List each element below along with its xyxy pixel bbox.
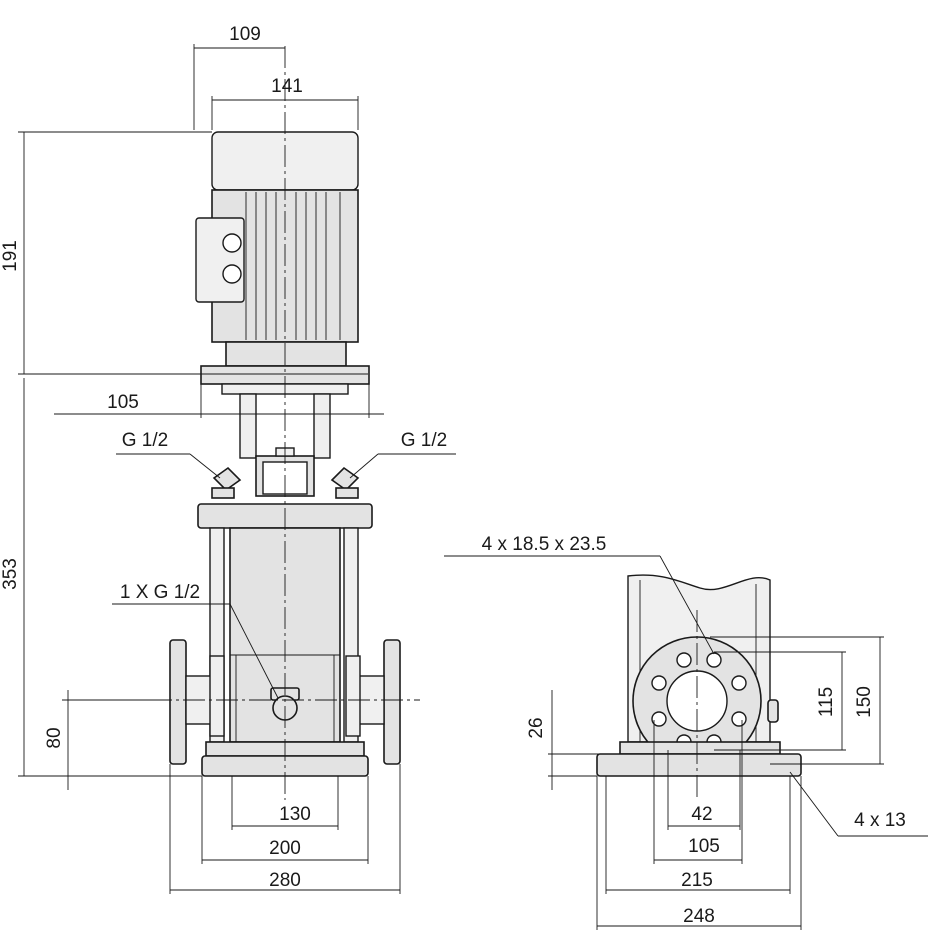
side-view	[596, 574, 802, 800]
label-base-holes: 4 x 13	[854, 810, 906, 831]
vent-plug-right	[330, 466, 360, 499]
vent-plug-left	[211, 466, 242, 499]
side-dimensions: 4 x 18.5 x 23.5 26 115 150 42 105 215	[444, 534, 928, 930]
dim-280: 280	[269, 870, 301, 891]
front-view	[150, 46, 420, 800]
dim-248: 248	[683, 906, 715, 927]
dim-215: 215	[681, 870, 713, 891]
dim-26: 26	[526, 717, 547, 738]
front-dimensions: 109 141 191 353 80 105 G 1/2 G 1/2	[0, 24, 456, 894]
dim-42: 42	[691, 804, 712, 825]
dim-191: 191	[0, 240, 21, 272]
side-flange	[632, 636, 762, 766]
dim-105: 105	[107, 392, 139, 413]
dim-80: 80	[44, 727, 65, 748]
label-vent-plug-left: G 1/2	[122, 430, 168, 451]
side-base-plate	[596, 753, 802, 777]
dim-200: 200	[269, 838, 301, 859]
side-base-top	[619, 741, 781, 755]
motor-cooling-fins	[245, 192, 341, 340]
terminal-box	[195, 217, 245, 303]
dim-115: 115	[816, 687, 837, 717]
dim-353: 353	[0, 558, 21, 590]
dim-141: 141	[271, 76, 303, 97]
side-plug	[767, 699, 779, 723]
dim-130: 130	[279, 804, 311, 825]
dim-150: 150	[854, 686, 875, 718]
dim-109: 109	[229, 24, 261, 45]
motor	[195, 131, 359, 367]
label-drain-plug: 1 X G 1/2	[120, 582, 200, 603]
dim-side-105: 105	[688, 836, 720, 857]
label-vent-plug-right: G 1/2	[401, 430, 447, 451]
label-flange-holes: 4 x 18.5 x 23.5	[482, 534, 607, 555]
